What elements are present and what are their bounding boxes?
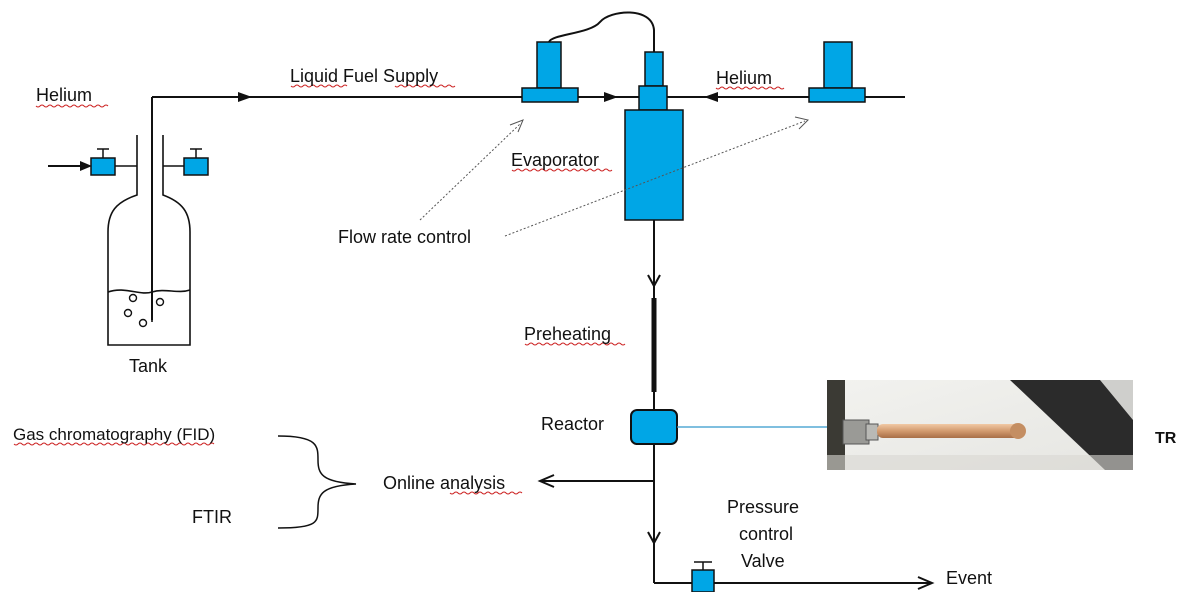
label-evaporator: Evaporator xyxy=(511,150,599,170)
online-analysis-arrow xyxy=(537,474,654,488)
label-preheating: Preheating xyxy=(524,324,611,344)
helium-left-inlet-arrow xyxy=(48,161,92,171)
label-tank: Tank xyxy=(129,356,168,376)
label-pressure-control-3: Valve xyxy=(741,551,785,571)
label-reactor: Reactor xyxy=(541,414,604,434)
label-ftir: FTIR xyxy=(192,507,232,527)
label-liquid-fuel-supply: Liquid Fuel Supply xyxy=(290,66,438,86)
label-pressure-control-1: Pressure xyxy=(727,497,799,517)
label-gas-chromatography: Gas chromatography (FID) xyxy=(13,425,215,444)
label-online-analysis: Online analysis xyxy=(383,473,505,493)
label-flow-rate-control: Flow rate control xyxy=(338,227,471,247)
flow-controller-helium[interactable] xyxy=(808,41,866,103)
pressure-control-valve[interactable] xyxy=(691,561,715,592)
label-tr: TR xyxy=(1155,430,1177,447)
label-pressure-control-2: control xyxy=(739,524,793,544)
tr-photo xyxy=(827,380,1133,470)
evaporator xyxy=(624,51,684,221)
flow-rate-control-leaders xyxy=(419,116,809,237)
label-helium-left: Helium xyxy=(36,85,92,105)
main-process-line xyxy=(647,220,935,590)
controller-cable xyxy=(548,11,655,52)
label-event: Event xyxy=(946,568,992,588)
tank-right-valve[interactable] xyxy=(183,148,209,176)
liquid-fuel-supply-line xyxy=(151,92,640,320)
analysis-brace xyxy=(277,435,357,529)
flow-controller-liquid[interactable] xyxy=(521,41,579,103)
reactor xyxy=(630,409,678,445)
label-helium-right: Helium xyxy=(716,68,772,88)
spellcheck-underlines xyxy=(13,84,785,495)
helium-right-line xyxy=(666,92,905,102)
tank xyxy=(107,135,191,346)
tank-left-valve[interactable] xyxy=(90,148,116,176)
